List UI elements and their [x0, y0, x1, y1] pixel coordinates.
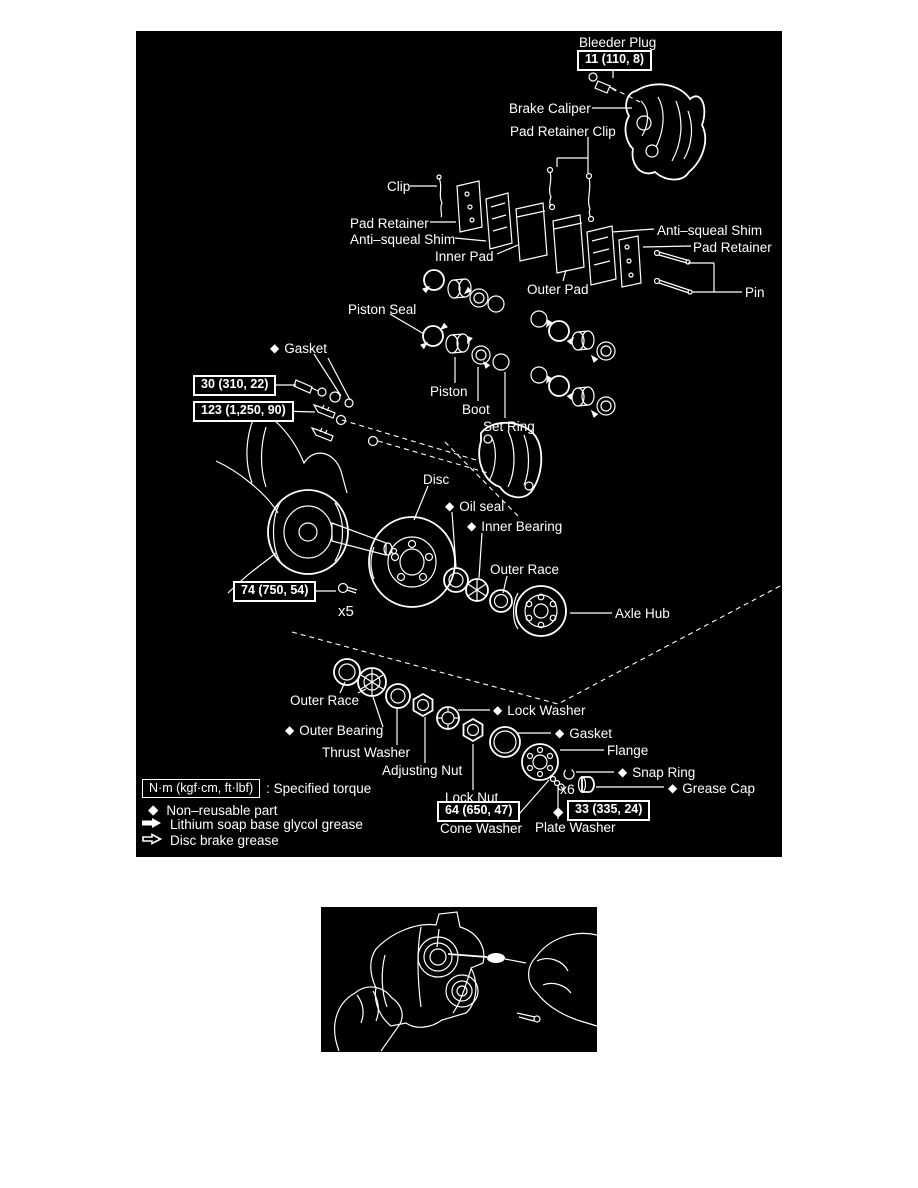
caliper-mount-bolts-art [312, 405, 378, 446]
label-gasket-upper-text: Gasket [284, 341, 328, 356]
label-boot: Boot [462, 402, 490, 417]
non-reusable-icon: ◆ [285, 723, 295, 737]
label-gasket-upper: ◆ Gasket [270, 341, 328, 356]
label-axle-hub: Axle Hub [615, 606, 670, 621]
legend-torque-unit-desc: : Specified torque [266, 781, 372, 796]
pads-and-shims-art [437, 175, 641, 287]
caliper-in-hands-art [371, 912, 540, 1027]
label-brake-caliper: Brake Caliper [509, 101, 591, 116]
label-outer-pad: Outer Pad [527, 282, 589, 297]
pin-art [655, 251, 693, 295]
legend-non-reusable-text: Non–reusable part [166, 802, 278, 818]
legend-lithium-grease: Lithium soap base glycol grease [142, 817, 363, 832]
torque-lock-nut: 64 (650, 47) [437, 801, 521, 822]
torque-union-bolt: 30 (310, 22) [193, 375, 277, 396]
label-gasket-lower: ◆ Gasket [555, 726, 613, 741]
label-adjusting-nut: Adjusting Nut [382, 763, 463, 778]
torque-member-art [479, 423, 541, 497]
label-pin: Pin [745, 285, 765, 300]
label-outer-race-upper: Outer Race [490, 562, 560, 577]
pad-retainer-clip-art [548, 168, 594, 222]
label-anti-squeal-shim-right: Anti–squeal Shim [657, 223, 763, 238]
torque-hub-bolt: 74 (750, 54) [233, 581, 317, 602]
label-bleeder-plug: Bleeder Plug [579, 35, 657, 50]
label-oil-seal-text: Oil seal [459, 499, 505, 514]
torque-flange-nut: 33 (335, 24) [567, 800, 651, 821]
non-reusable-icon: ◆ [467, 519, 477, 533]
label-pad-retainer-right: Pad Retainer [693, 240, 772, 255]
axle-hub-art [514, 586, 567, 636]
label-plate-washer: Plate Washer [535, 820, 616, 835]
label-snap-ring: ◆ Snap Ring [618, 765, 696, 780]
right-hand-art [529, 933, 597, 1026]
non-reusable-icon: ◆ [445, 499, 455, 513]
label-outer-bearing-text: Outer Bearing [299, 723, 384, 738]
legend-lithium-grease-text: Lithium soap base glycol grease [170, 817, 363, 832]
legend-torque-unit: N·m (kgf·cm, ft·lbf) : Specified torque [142, 779, 371, 798]
label-pad-retainer-left: Pad Retainer [350, 216, 429, 231]
legend-non-reusable: ◆ Non–reusable part [148, 802, 277, 818]
lower-parts-art [334, 659, 594, 792]
legend-disc-grease-text: Disc brake grease [170, 833, 279, 848]
label-inner-bearing: ◆ Inner Bearing [467, 519, 563, 534]
hub-bolt-art [339, 584, 358, 594]
label-grease-cap-text: Grease Cap [682, 781, 756, 796]
label-lock-washer: ◆ Lock Washer [493, 703, 586, 718]
label-outer-bearing: ◆ Outer Bearing [285, 723, 384, 738]
label-cone-washer: Cone Washer [440, 821, 523, 836]
label-inner-bearing-text: Inner Bearing [481, 519, 563, 534]
non-reusable-icon: ◆ [618, 765, 628, 779]
label-outer-race-lower: Outer Race [290, 693, 360, 708]
flange-nut-non-reusable-icon: ◆ [553, 804, 564, 819]
label-thrust-washer: Thrust Washer [322, 745, 411, 760]
label-oil-seal: ◆ Oil seal [445, 499, 505, 514]
non-reusable-icon: ◆ [148, 802, 159, 817]
label-piston-seal: Piston Seal [348, 302, 417, 317]
label-inner-pad: Inner Pad [435, 249, 494, 264]
exploded-diagram-panel: Bleeder Plug 11 (110, 8) Brake Caliper P… [136, 31, 782, 857]
bearing-row-art [444, 568, 512, 612]
torque-bleeder-plug: 11 (110, 8) [577, 50, 653, 71]
left-hand-art [335, 987, 403, 1051]
label-clip: Clip [387, 179, 411, 194]
label-hub-bolt-count: x5 [338, 603, 354, 620]
knuckle-art [216, 403, 397, 593]
label-anti-squeal-shim-left: Anti–squeal Shim [350, 232, 456, 247]
procedure-figure-art [321, 907, 597, 1052]
non-reusable-icon: ◆ [270, 341, 280, 355]
non-reusable-icon: ◆ [493, 703, 503, 717]
screwdriver-art [448, 953, 526, 963]
label-set-ring: Set Ring [483, 419, 535, 434]
label-piston: Piston [430, 384, 468, 399]
piston-sets-art [420, 270, 615, 418]
exploded-diagram-art [136, 31, 782, 857]
label-lock-washer-text: Lock Washer [507, 703, 586, 718]
union-bolt-art [294, 380, 353, 407]
legend-torque-unit-box: N·m (kgf·cm, ft·lbf) [142, 779, 261, 798]
brake-caliper-art [589, 73, 705, 180]
lithium-grease-arrow-icon [142, 817, 162, 832]
torque-caliper-mount-bolt: 123 (1,250, 90) [193, 401, 294, 422]
label-grease-cap: ◆ Grease Cap [668, 781, 756, 796]
non-reusable-icon: ◆ [668, 781, 678, 795]
non-reusable-icon: ◆ [555, 726, 565, 740]
leader-lines [268, 65, 782, 822]
label-disc: Disc [423, 472, 450, 487]
label-flange: Flange [607, 743, 649, 758]
label-flange-stud-count: x6 [560, 781, 575, 797]
label-pad-retainer-clip: Pad Retainer Clip [510, 124, 616, 139]
procedure-figure-panel [321, 907, 597, 1052]
legend-disc-grease: Disc brake grease [142, 833, 279, 848]
disc-art [369, 517, 455, 607]
label-gasket-lower-text: Gasket [569, 726, 613, 741]
label-snap-ring-text: Snap Ring [632, 765, 696, 780]
disc-grease-arrow-icon [142, 833, 163, 848]
